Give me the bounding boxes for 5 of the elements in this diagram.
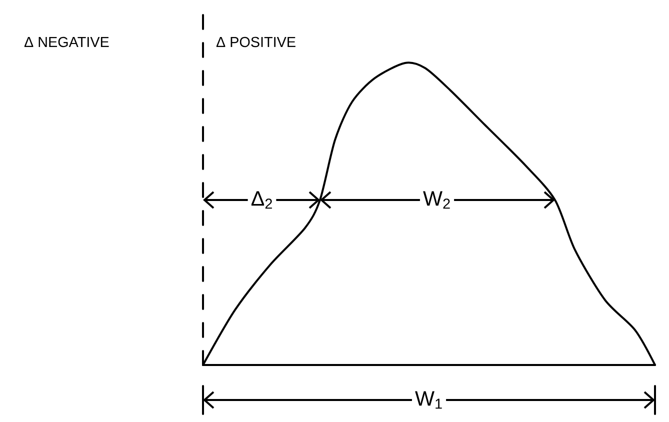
dimension-label: Δ$_{2}$ [248, 188, 276, 212]
dimension-label: W$_{2}$ [420, 188, 454, 212]
axis-label: Δ POSITIVE [216, 36, 296, 48]
axis-label: Δ NEGATIVE [24, 36, 109, 48]
dimension-label: W$_{1}$ [412, 388, 446, 412]
